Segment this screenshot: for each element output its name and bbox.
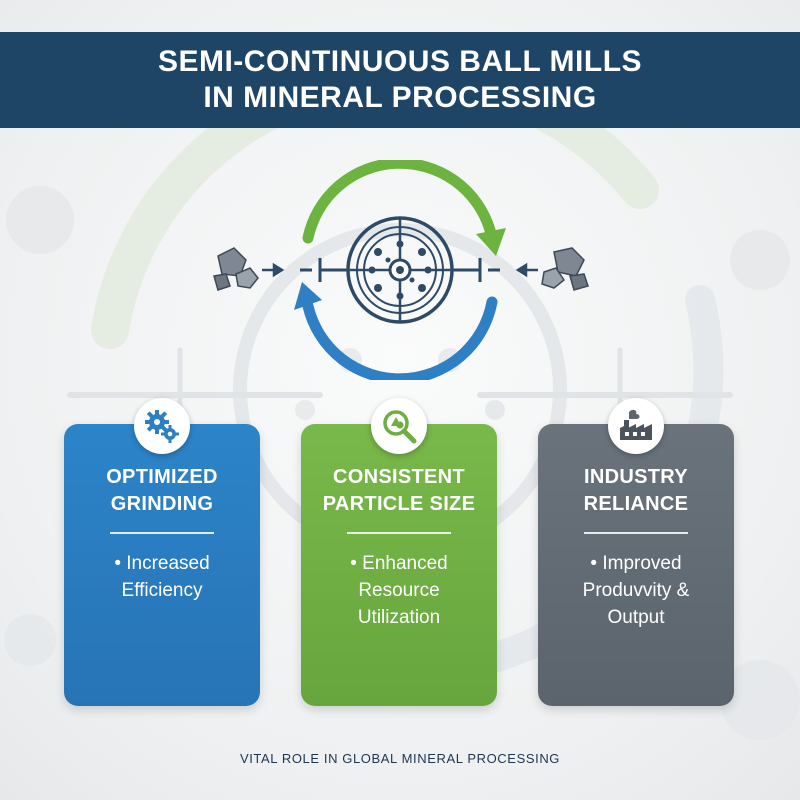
card-bullet: • Enhanced Resource Utilization [350,553,448,628]
footer-tagline: VITAL ROLE IN GLOBAL MINERAL PROCESSING [239,751,561,766]
magnifier-icon-badge [371,398,427,454]
ball-mill-drum-icon [346,216,454,324]
ore-rocks-right-icon [541,247,589,291]
grinding-balls [368,240,432,300]
card-divider [347,532,451,534]
title-banner: SEMI-CONTINUOUS BALL MILLS IN MINERAL PR… [0,32,800,128]
card-title: OPTIMIZED GRINDING [106,466,218,515]
card-optimized-grinding: OPTIMIZED GRINDING • Increased Efficienc… [64,424,260,706]
magnifier-particles-icon [383,410,417,444]
factory-icon [620,409,652,440]
bottom-cycle-arrow-icon [294,282,498,380]
card-bullet: • Improved Produvvity & Output [582,553,690,628]
ore-rocks-left-icon [213,247,259,291]
card-industry-reliance: INDUSTRY RELIANCE • Improved Produvvity … [538,424,734,706]
card-bullet: • Increased Efficiency [114,553,210,601]
factory-icon-badge [608,398,664,454]
page-title-line1: SEMI-CONTINUOUS BALL MILLS [157,45,643,78]
feed-arrows [262,262,538,278]
top-cycle-arrow-icon [302,160,506,256]
card-consistent-particle-size: CONSISTENT PARTICLE SIZE • Enhanced Reso… [301,424,497,706]
card-divider [110,532,214,534]
ball-mill-cycle-diagram [213,160,589,380]
card-title: INDUSTRY RELIANCE [583,466,689,515]
mill-shaft [300,258,500,282]
card-divider [584,532,688,534]
gears-icon-badge [134,398,190,454]
gears-icon [145,410,179,443]
page-title-line2: IN MINERAL PROCESSING [203,81,597,114]
card-title: CONSISTENT PARTICLE SIZE [322,466,476,515]
